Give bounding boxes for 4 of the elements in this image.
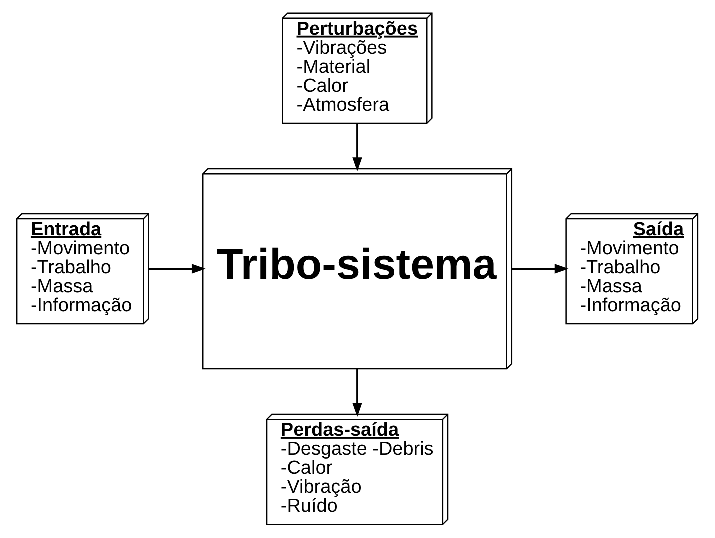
arrow <box>148 264 206 274</box>
arrow <box>352 369 362 418</box>
arrow <box>512 264 569 274</box>
arrow <box>352 124 362 172</box>
